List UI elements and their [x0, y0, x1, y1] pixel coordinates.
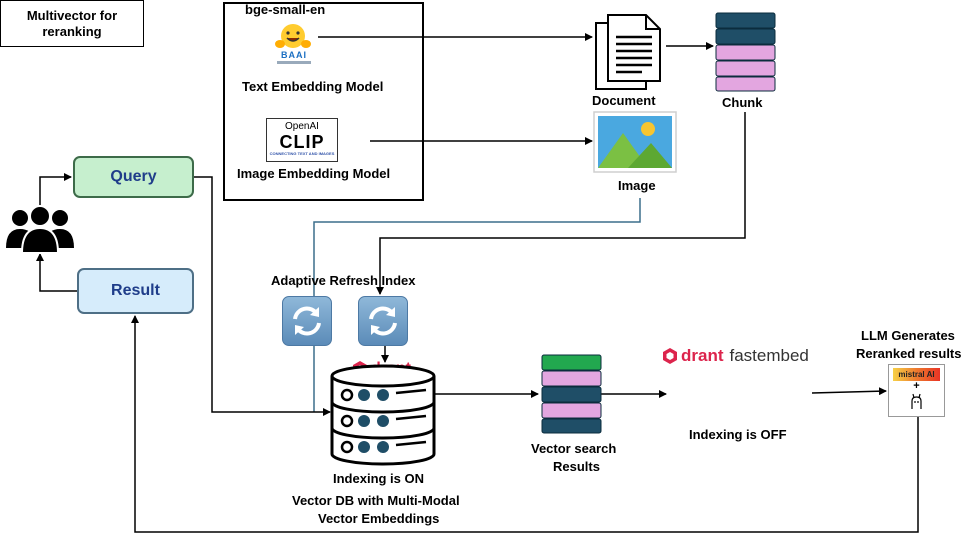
llm-plus: + [913, 380, 920, 392]
text-model-label: Text Embedding Model [242, 79, 384, 94]
chunk-slice-5 [715, 76, 776, 92]
arrow-query-to-db [194, 176, 331, 416]
chunk-slice-4 [715, 60, 776, 77]
hugging-face-icon [275, 24, 311, 48]
vector-search-results-stack [541, 354, 602, 434]
arrow-rerank-to-llm [811, 387, 887, 396]
indexing-off-label: Indexing is OFF [689, 427, 787, 442]
document-label: Document [592, 93, 656, 108]
clip-tagline: CONNECTING TEXT AND IMAGES [269, 151, 335, 156]
refresh-index-label: Adaptive Refresh Index [271, 273, 416, 288]
openai-logo-text: OpenAI [285, 121, 319, 132]
text-model-name: bge-small-en [245, 2, 326, 17]
result-label: Result [111, 282, 160, 299]
rerank-box-line1: Multivector for [26, 7, 118, 23]
indexing-on-label: Indexing is ON [333, 471, 425, 486]
image-label: Image [618, 178, 656, 193]
llm-box: mistral AI + [888, 364, 945, 417]
db-label-line1: Vector DB with Multi-Modal [292, 493, 460, 508]
chunk-slice-1 [715, 12, 776, 29]
llm-label-line1: LLM Generates [861, 328, 955, 343]
query-node: Query [73, 156, 194, 198]
arrow-chunk-to-refresh-index [376, 112, 746, 295]
results-label-line2: Results [553, 459, 600, 474]
user-group-icon [6, 205, 74, 254]
llm-label-line2: Reranked results [856, 346, 962, 361]
results-label-line1: Vector search [531, 441, 617, 456]
mistral-logo: mistral AI [893, 368, 940, 381]
chunk-stack [715, 12, 776, 92]
result-slice-4 [541, 402, 602, 419]
refresh-icon-image [282, 296, 332, 346]
result-node: Result [77, 268, 194, 314]
document-icon [595, 14, 661, 90]
llama-icon [910, 393, 922, 409]
result-slice-1 [541, 354, 602, 371]
chunk-slice-3 [715, 44, 776, 61]
multivector-rerank-box: Multivector for reranking [0, 0, 144, 47]
arrow-llm-to-result [131, 315, 919, 533]
baai-logo: BAAI [274, 50, 314, 70]
arrow-result-to-user [36, 253, 77, 292]
vector-db-icon [330, 364, 436, 466]
qdrant-fastembed-qdrant-text: drant [681, 346, 724, 365]
embedding-models-box [223, 2, 424, 201]
arrow-user-to-query [39, 173, 72, 205]
db-label-line2: Vector Embeddings [318, 511, 440, 526]
refresh-arrows-icon [293, 306, 321, 336]
fastembed-text: fastembed [729, 346, 809, 365]
chunk-label: Chunk [722, 95, 763, 110]
chunk-slice-2 [715, 28, 776, 45]
rerank-box-line2: reranking [42, 23, 102, 39]
qdrant-fastembed-logo: drant fastembed [662, 346, 809, 366]
query-label: Query [110, 168, 157, 185]
clip-logo-text: CLIP [279, 132, 325, 152]
result-slice-5 [541, 418, 602, 434]
result-slice-3 [541, 386, 602, 403]
image-icon [593, 111, 677, 173]
baai-logo-text: BAAI [281, 50, 307, 60]
refresh-icon-chunk [358, 296, 408, 346]
qdrant-q-icon [663, 348, 677, 364]
result-slice-2 [541, 370, 602, 387]
clip-logo: OpenAI CLIP CONNECTING TEXT AND IMAGES [266, 118, 338, 162]
refresh-arrows-icon [369, 306, 397, 336]
image-model-label: Image Embedding Model [237, 166, 391, 181]
